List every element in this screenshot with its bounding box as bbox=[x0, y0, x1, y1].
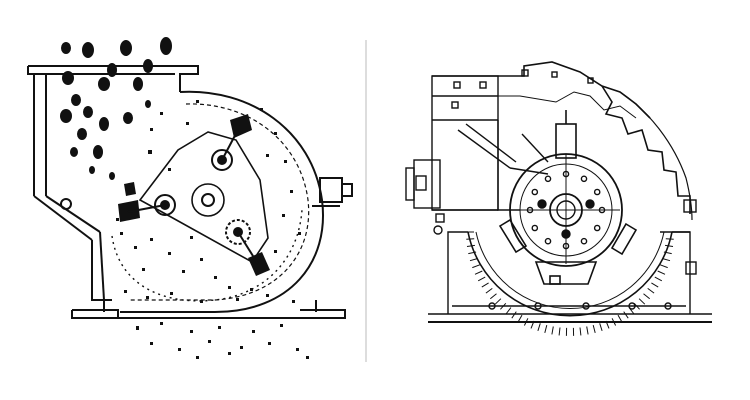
hammers bbox=[118, 114, 270, 276]
shaft-bearing bbox=[312, 177, 353, 207]
casing-inner-wall bbox=[128, 103, 310, 301]
rotor-bolt-hole bbox=[580, 237, 588, 245]
rotor bbox=[509, 153, 623, 267]
rotor-bolt-hole bbox=[598, 206, 606, 214]
rotor-bolt-hole bbox=[580, 175, 588, 183]
hammer-top bbox=[230, 114, 252, 138]
housing-frame bbox=[405, 75, 499, 235]
swing-hammers bbox=[498, 110, 638, 285]
rotor-disc bbox=[138, 131, 269, 264]
impact-liner bbox=[457, 120, 549, 211]
rotor-bolt-hole bbox=[544, 175, 552, 183]
feed-particles-large bbox=[60, 37, 172, 180]
grate-hatched-arc bbox=[466, 231, 674, 336]
breaker-plates bbox=[601, 85, 691, 214]
rotor-bolt-hole bbox=[526, 206, 534, 214]
top-liner bbox=[432, 61, 651, 119]
machine-base bbox=[71, 300, 346, 319]
rotor-bolt-hole bbox=[562, 170, 570, 178]
hammer-crusher-cross-section-drawing bbox=[405, 61, 712, 336]
crushed-particles bbox=[116, 100, 301, 291]
grate-bars bbox=[111, 209, 303, 302]
rotor-bolt-hole bbox=[531, 224, 539, 232]
rotor-bolt-hole bbox=[593, 188, 601, 196]
rotor-bolt-hole bbox=[544, 237, 552, 245]
hammer-bottom bbox=[248, 252, 270, 276]
discharge-particles bbox=[124, 290, 309, 359]
hammer-crusher-principle-drawing bbox=[27, 37, 353, 359]
bottom-door bbox=[660, 199, 697, 275]
rotor-bolt-hole bbox=[531, 188, 539, 196]
crusher-casing bbox=[120, 90, 324, 313]
rotor-bolt-holes bbox=[526, 170, 606, 250]
casing-left-wall bbox=[33, 195, 112, 301]
rotor-bolt-hole bbox=[562, 242, 570, 250]
rotor-bolt-hole bbox=[593, 224, 601, 232]
